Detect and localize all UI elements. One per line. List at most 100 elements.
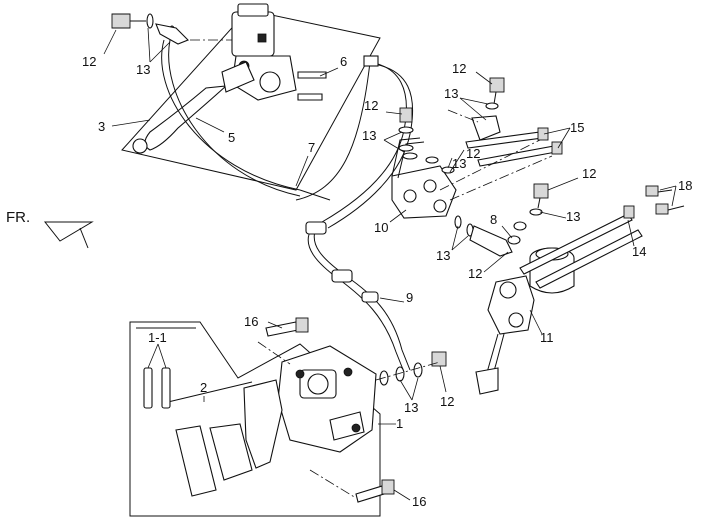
junction-port-a	[403, 189, 417, 203]
rear-mc-port	[499, 281, 517, 299]
junction-bolt-top	[399, 107, 413, 123]
junction-washer-c	[402, 152, 418, 160]
leader-13c-2	[459, 97, 487, 121]
axis-15-b	[449, 155, 553, 201]
leader-14	[627, 219, 635, 247]
bolt-15-b-head	[551, 141, 563, 155]
callout-13-junction-lower: 13	[436, 248, 450, 263]
leader-13e	[539, 211, 567, 219]
leader-9	[379, 297, 405, 303]
brake-pad-inner	[209, 423, 253, 481]
callout-13-master-washers: 13	[136, 62, 150, 77]
junction-washer-b	[398, 144, 414, 152]
leader-1-1-a	[147, 343, 159, 369]
callout-6-clamp-bolts: 6	[340, 54, 347, 69]
leader-18-2	[671, 185, 677, 207]
master-cylinder-clamp	[259, 71, 281, 93]
callout-13-upper-right: 13	[444, 86, 458, 101]
banjo-fitting-upper-right	[471, 115, 501, 141]
caliper-pin-1-1-b	[161, 367, 171, 409]
brake-pad-outer	[175, 425, 217, 497]
junction-feed-pipe-b	[397, 141, 425, 179]
caliper-bleed-area	[329, 411, 365, 441]
hose-upper-tail	[299, 189, 331, 201]
leader-13g-1	[399, 379, 413, 401]
callout-8-banjo-fitting: 8	[490, 212, 497, 227]
front-direction-tick	[79, 227, 89, 249]
leader-13d	[447, 157, 453, 169]
leader-16b	[393, 489, 411, 501]
caliper-pin-a	[343, 367, 353, 377]
axis-upper-right	[447, 109, 479, 123]
bolt-14	[519, 213, 633, 275]
leader-13a-2	[149, 41, 171, 63]
clamp-bolt-lower	[297, 93, 323, 101]
bolt-18-b-tip	[667, 205, 685, 211]
axis-15-a	[439, 139, 541, 191]
axis-16-upper	[257, 341, 291, 365]
front-direction-arrow	[43, 221, 94, 242]
callout-12-master-bolt: 12	[82, 54, 96, 69]
junction-port-c	[433, 199, 447, 213]
callout-16-upper-bolt: 16	[244, 314, 258, 329]
junction-washer-a	[398, 126, 414, 134]
reservoir-cap	[237, 3, 269, 17]
callout-10-junction-block: 10	[374, 220, 388, 235]
callout-5-brake-lever: 5	[228, 130, 235, 145]
junction-washer-f	[454, 215, 462, 229]
brake-lever	[144, 85, 228, 151]
master-cylinder-outline	[121, 9, 381, 191]
junction-washer-d	[425, 156, 439, 164]
front-direction-marker: FR.	[6, 209, 94, 249]
leader-12a	[103, 29, 117, 55]
rear-master-cylinder-11	[475, 185, 685, 395]
hose-upper-inner	[161, 39, 301, 191]
washer-13-top-right-a	[485, 102, 499, 110]
leader-11	[529, 309, 543, 335]
caliper-bolt-12	[431, 351, 447, 367]
hose-upper-outer	[168, 39, 301, 197]
bolt-18-shaft	[535, 229, 643, 289]
rear-mc-clevis	[475, 367, 499, 395]
callout-11-rear-master-cyl: 11	[540, 330, 554, 345]
lever-mount	[221, 61, 255, 93]
hose-9-clip-mid	[331, 269, 353, 283]
bolt-16-lower-head	[381, 479, 395, 495]
callout-13-caliper-washers: 13	[404, 400, 418, 415]
leader-12c	[475, 71, 493, 85]
leader-13c-1	[459, 97, 489, 105]
banjo-bolt-top-left	[111, 13, 131, 29]
callout-15-long-bolts: 15	[570, 120, 584, 135]
callout-18-rear-bolts: 18	[678, 178, 692, 193]
banjo-fitting-top	[155, 23, 189, 45]
bolt-15-a-head	[537, 127, 549, 141]
upper-right-hardware	[439, 77, 563, 216]
bolt-18-b-head	[655, 203, 669, 215]
front-direction-label: FR.	[6, 209, 30, 226]
leader-13a-1	[147, 27, 151, 63]
junction-block-10	[391, 107, 527, 257]
leader-13f-1	[451, 225, 459, 251]
callout-12-junction-side: 12	[466, 146, 480, 161]
callout-13-junction-side: 13	[452, 156, 466, 171]
hose-7-fitting	[363, 55, 379, 67]
hose-7-line-b	[327, 63, 414, 229]
callout-13-rear-washer: 13	[566, 209, 580, 224]
caliper-pin-b	[351, 423, 361, 433]
hose-9-clip-upper	[305, 221, 327, 235]
reservoir-sight-glass	[257, 33, 267, 43]
axis-caliper-banjo	[375, 361, 441, 381]
callout-14-reservoir-bolt: 14	[632, 244, 646, 259]
callout-12-caliper-bolt: 12	[440, 394, 454, 409]
leader-12d	[449, 149, 465, 173]
master-cylinder-reservoir	[231, 11, 275, 57]
caliper-piston	[307, 373, 329, 395]
pad-group-bracket	[167, 381, 253, 403]
caliper-body	[277, 345, 377, 453]
bolt-14-head	[623, 205, 635, 219]
rear-mc-mount	[508, 312, 524, 328]
leader-5	[195, 117, 225, 133]
leader-12f	[483, 251, 509, 273]
caliper-pin-1-1-a	[143, 367, 153, 409]
